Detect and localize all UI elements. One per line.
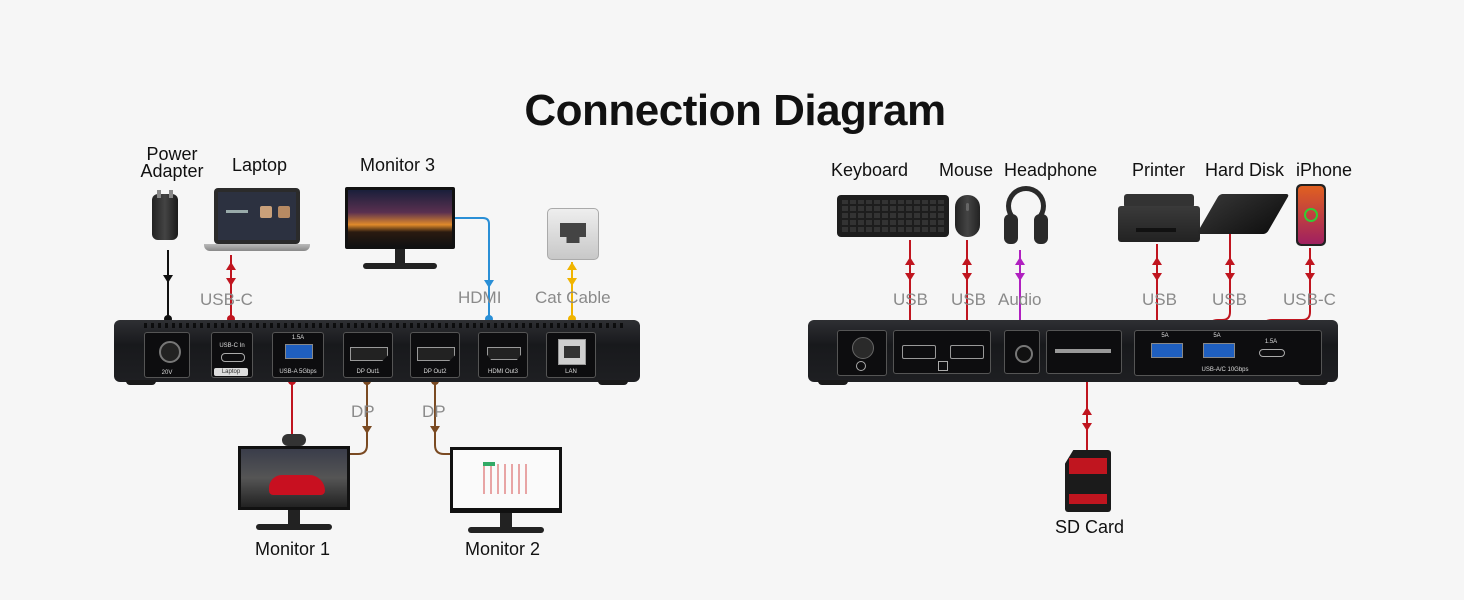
iphone-label: iPhone xyxy=(1296,160,1353,180)
iphone-icon xyxy=(1296,184,1326,246)
dp2-connection-label: DP xyxy=(422,402,446,421)
audio-connection-label: Audio xyxy=(998,290,1042,309)
hdmi-out3-port[interactable]: HDMI Out3 xyxy=(478,332,528,378)
laptop-label: Laptop xyxy=(232,155,288,175)
harddisk-usba-port[interactable] xyxy=(1203,343,1235,358)
usb-port-group: 5A 5A 1.5A USB-A/C 10Gbps xyxy=(1134,330,1322,376)
ethernet-jack-icon xyxy=(547,208,599,260)
hdmi-out3-label: HDMI Out3 xyxy=(487,369,518,375)
power-adapter-icon xyxy=(148,190,182,248)
right-dock-foot xyxy=(1298,380,1328,385)
power-adapter-label-line1: Power xyxy=(146,144,198,164)
cat-connection-label: Cat Cable xyxy=(535,288,611,307)
port3-label: 1.5A xyxy=(1264,339,1278,345)
monitor1-label: Monitor 1 xyxy=(255,539,331,559)
mouse-icon xyxy=(955,195,980,237)
usba-port-top-label: 1.5A xyxy=(291,335,305,341)
iphone-wire xyxy=(1263,248,1311,327)
right-dock-foot xyxy=(818,380,848,385)
power-arrow xyxy=(163,275,173,283)
dp1-connection-label: DP xyxy=(351,402,375,421)
dp-out1-label: DP Out1 xyxy=(356,369,380,375)
monitor3-label: Monitor 3 xyxy=(360,155,436,175)
usb-receiver-port-group xyxy=(893,330,991,374)
left-dock-foot xyxy=(598,380,628,385)
keyboard-usb-label: USB xyxy=(893,290,928,309)
dp-out2-port[interactable]: DP Out2 xyxy=(410,332,460,378)
harddisk-usb-label: USB xyxy=(1212,290,1247,309)
dp2-wire xyxy=(434,382,452,455)
printer-label: Printer xyxy=(1132,160,1186,180)
mouse-usb-label: USB xyxy=(951,290,986,309)
printer-usba-port[interactable] xyxy=(1151,343,1183,358)
laptop-port-tag: Laptop xyxy=(214,368,248,376)
lan-port-label: LAN xyxy=(565,369,577,375)
lan-port[interactable]: LAN xyxy=(546,332,596,378)
hdmi-wire xyxy=(455,217,490,318)
usbc-in-port[interactable]: USB-C In Laptop xyxy=(211,332,253,378)
usba-port-label: USB-A 5Gbps xyxy=(279,369,317,375)
harddisk-wire xyxy=(1209,234,1231,327)
diagram-title: Connection Diagram xyxy=(524,86,946,135)
harddisk-label: Hard Disk xyxy=(1205,160,1285,180)
usbc-connection-label: USB-C xyxy=(200,290,253,309)
keyboard-usb-port[interactable] xyxy=(902,345,936,359)
right-dock: 5A 5A 1.5A USB-A/C 10Gbps xyxy=(808,320,1338,382)
monitor3-icon xyxy=(345,187,455,277)
printer-icon xyxy=(1118,188,1200,244)
usbc-in-port-label: USB-C In xyxy=(219,343,245,349)
dp1-wire xyxy=(348,382,368,455)
printer-usb-label: USB xyxy=(1142,290,1177,309)
dc-port-label: 20V xyxy=(161,370,173,376)
dp-out1-port[interactable]: DP Out1 xyxy=(343,332,393,378)
lock-icon xyxy=(938,361,948,371)
headphone-label: Headphone xyxy=(1004,160,1098,180)
headphone-icon xyxy=(1002,182,1050,250)
audio-jack-port[interactable] xyxy=(1004,330,1040,374)
dp-out2-label: DP Out2 xyxy=(423,369,447,375)
power-button[interactable] xyxy=(837,330,887,376)
usb-group-label: USB-A/C 10Gbps xyxy=(1201,367,1249,373)
dc-power-port[interactable]: 20V xyxy=(144,332,190,378)
sd-card-icon xyxy=(1065,450,1111,512)
keyboard-icon xyxy=(837,195,949,237)
hdmi-connection-label: HDMI xyxy=(458,288,502,307)
laptop-icon xyxy=(204,188,310,254)
power-adapter-label: Power Adapter xyxy=(140,144,204,181)
monitor2-label: Monitor 2 xyxy=(465,539,541,559)
iphone-usbc-port[interactable] xyxy=(1259,349,1285,357)
power-adapter-label-line2: Adapter xyxy=(140,161,204,181)
port1-label: 5A xyxy=(1161,333,1169,339)
keyboard-label: Keyboard xyxy=(831,160,909,180)
left-dock-foot xyxy=(126,380,156,385)
power-symbol-icon xyxy=(856,361,866,371)
mouse-usb-port[interactable] xyxy=(950,345,984,359)
sdcard-label: SD Card xyxy=(1055,517,1125,537)
monitor2-icon xyxy=(450,447,562,537)
sd-card-slot[interactable] xyxy=(1046,330,1122,374)
usba-5gbps-port[interactable]: 1.5A USB-A 5Gbps xyxy=(272,332,324,378)
monitor1-icon xyxy=(238,434,350,536)
iphone-usbc-label: USB-C xyxy=(1283,290,1336,309)
port2-label: 5A xyxy=(1213,333,1221,339)
left-dock: 20V USB-C In Laptop 1.5A USB-A 5Gbps DP … xyxy=(114,320,640,382)
mouse-label: Mouse xyxy=(939,160,994,180)
